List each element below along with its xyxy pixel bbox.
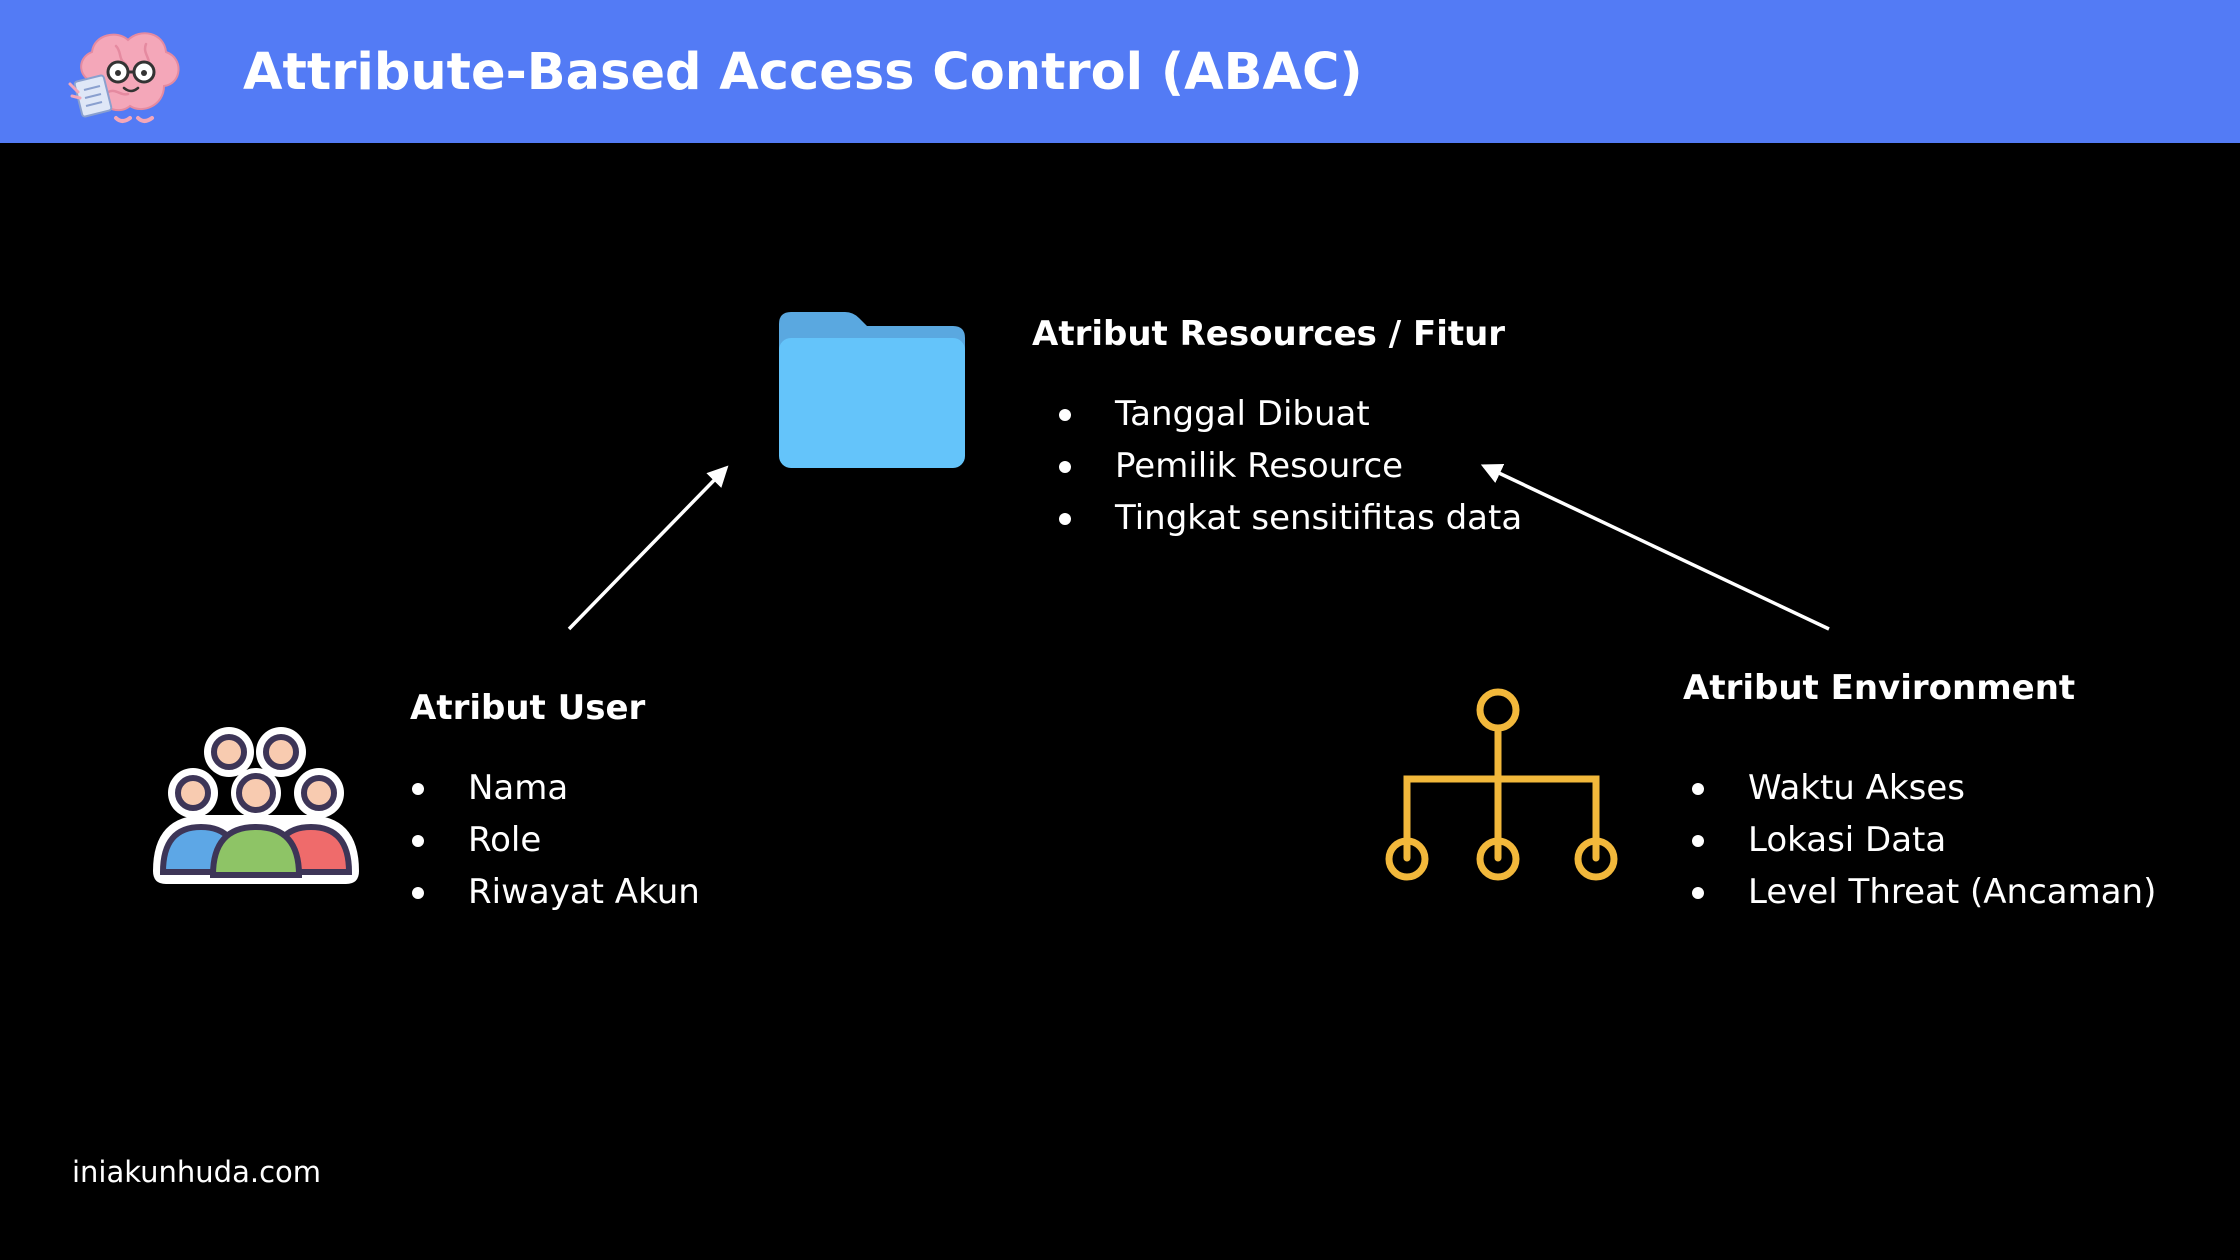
user-group-icon <box>153 727 359 884</box>
environment-attribute-list: Waktu Akses Lokasi Data Level Threat (An… <box>1691 762 2156 918</box>
network-hierarchy-icon <box>1385 688 1618 881</box>
list-item: Lokasi Data <box>1691 814 2156 866</box>
list-item: Pemilik Resource <box>1058 440 1522 492</box>
header-bar: Attribute-Based Access Control (ABAC) <box>0 0 2240 143</box>
user-attribute-list: Nama Role Riwayat Akun <box>411 762 700 918</box>
list-item: Tanggal Dibuat <box>1058 388 1522 440</box>
environment-to-resource-arrow <box>1480 463 1830 631</box>
page-title: Attribute-Based Access Control (ABAC) <box>243 43 1363 102</box>
user-to-resource-arrow <box>567 465 729 631</box>
list-item: Level Threat (Ancaman) <box>1691 866 2156 918</box>
list-item: Waktu Akses <box>1691 762 2156 814</box>
user-heading: Atribut User <box>410 688 646 728</box>
folder-icon <box>779 312 965 468</box>
resources-heading: Atribut Resources / Fitur <box>1032 314 1506 354</box>
environment-heading: Atribut Environment <box>1683 668 2076 708</box>
footer-site-url: iniakunhuda.com <box>72 1155 322 1189</box>
resources-attribute-list: Tanggal Dibuat Pemilik Resource Tingkat … <box>1058 388 1522 544</box>
brain-mascot-icon <box>68 32 180 123</box>
list-item: Nama <box>411 762 700 814</box>
list-item: Tingkat sensitifitas data <box>1058 492 1522 544</box>
list-item: Role <box>411 814 700 866</box>
list-item: Riwayat Akun <box>411 866 700 918</box>
